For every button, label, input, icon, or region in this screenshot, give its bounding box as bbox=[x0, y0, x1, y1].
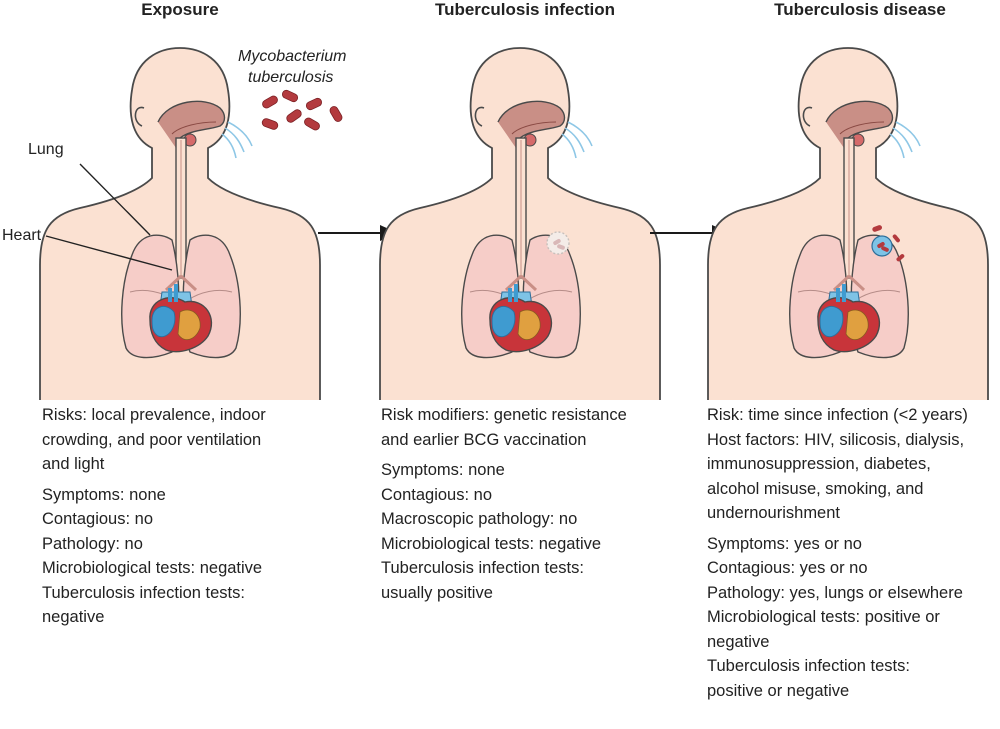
detail-line: Symptoms: none bbox=[42, 485, 166, 504]
stage-details-exposure: Risks: local prevalence, indoor crowding,… bbox=[42, 403, 266, 636]
detail-line: Microbiological tests: positive or bbox=[707, 608, 940, 626]
detail-group: Risk modifiers: genetic resistance and ea… bbox=[381, 403, 627, 452]
detail-line: Risk: time since infection (<2 years) bbox=[707, 406, 968, 424]
stage-title-exposure: Exposure bbox=[141, 0, 219, 19]
bacterium-label-line2: tuberculosis bbox=[248, 69, 333, 86]
detail-line: and earlier BCG vaccination bbox=[381, 430, 587, 449]
stage-title-infection: Tuberculosis infection bbox=[434, 0, 616, 19]
detail-line: Pathology: no bbox=[42, 534, 143, 553]
detail-line: Tuberculosis infection tests: bbox=[381, 559, 584, 577]
detail-line: negative bbox=[707, 632, 770, 651]
detail-line: crowding, and poor ventilation bbox=[42, 430, 262, 449]
detail-line: undernourishment bbox=[707, 504, 840, 522]
detail-group: Risks: local prevalence, indoor crowding,… bbox=[42, 403, 266, 477]
detail-group: Risk: time since infection (<2 years) Hos… bbox=[707, 403, 968, 526]
detail-line: Microbiological tests: negative bbox=[42, 559, 263, 577]
detail-line: positive or negative bbox=[707, 681, 850, 700]
stage-details-disease: Risk: time since infection (<2 years) Hos… bbox=[707, 403, 968, 709]
granuloma-icon bbox=[546, 231, 570, 255]
bacteria-group bbox=[261, 89, 343, 131]
detail-line: Tuberculosis infection tests: bbox=[707, 657, 910, 675]
detail-line: Contagious: no bbox=[381, 485, 492, 504]
bacterium-label-line1: Mycobacterium bbox=[238, 48, 346, 65]
detail-line: Symptoms: yes or no bbox=[707, 534, 862, 553]
detail-line: Microbiological tests: negative bbox=[381, 534, 602, 553]
detail-line: Contagious: yes or no bbox=[707, 559, 868, 577]
lesion-icon bbox=[871, 225, 905, 262]
detail-line: Tuberculosis infection tests: bbox=[42, 583, 245, 602]
detail-line: Risk modifiers: genetic resistance bbox=[381, 406, 627, 424]
detail-line: Macroscopic pathology: no bbox=[381, 510, 578, 528]
detail-line: Host factors: HIV, silicosis, dialysis, bbox=[707, 430, 965, 449]
lung-label: Lung bbox=[28, 141, 64, 158]
detail-line: Pathology: yes, lungs or elsewhere bbox=[707, 583, 963, 602]
detail-line: alcohol misuse, smoking, and bbox=[707, 479, 924, 498]
detail-line: immunosuppression, diabetes, bbox=[707, 455, 931, 473]
detail-line: negative bbox=[42, 608, 105, 626]
anatomy-figure: Mycobacterium tuberculosis Lung Heart bbox=[2, 46, 990, 400]
detail-line: Contagious: no bbox=[42, 510, 153, 528]
heart-label: Heart bbox=[2, 227, 42, 244]
stage-details-infection: Risk modifiers: genetic resistance and ea… bbox=[381, 403, 627, 611]
detail-line: Risks: local prevalence, indoor bbox=[42, 406, 266, 424]
detail-line: and light bbox=[42, 455, 105, 473]
stage-title-disease: Tuberculosis disease bbox=[774, 0, 946, 19]
detail-line: usually positive bbox=[381, 583, 493, 602]
heart-pointer bbox=[45, 235, 173, 271]
lung-pointer bbox=[79, 163, 151, 236]
detail-group: Symptoms: yes or no Contagious: yes or no… bbox=[707, 532, 968, 704]
detail-line: Symptoms: none bbox=[381, 461, 505, 479]
